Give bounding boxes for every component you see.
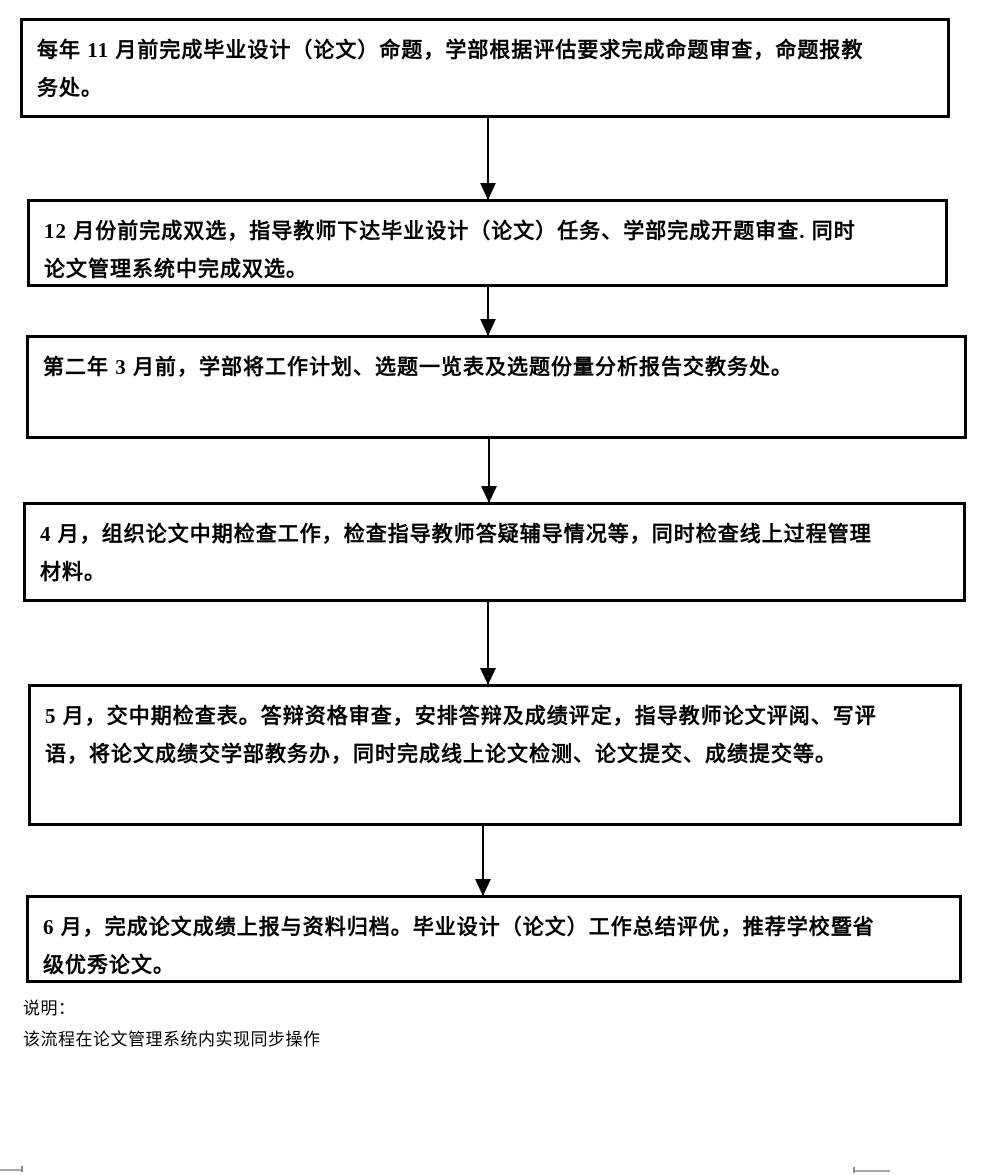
flow-step-1: 每年 11 月前完成毕业设计（论文）命题，学部根据评估要求完成命题审查，命题报教… [20, 18, 950, 118]
flow-step-2-text-line-1: 12 月份前完成双选，指导教师下达毕业设计（论文）任务、学部完成开题审查. 同时 [44, 219, 856, 243]
flow-arrow-3 [481, 439, 497, 503]
page-artifact-left-line [0, 1169, 22, 1171]
page-artifact-right-line [853, 1170, 890, 1172]
notes-label: 说明： [23, 999, 76, 1018]
flow-step-6: 6 月，完成论文成绩上报与资料归档。毕业设计（论文）工作总结评优，推荐学校暨省 … [26, 895, 962, 983]
flow-step-5-text-line-1: 5 月，交中期检查表。答辩资格审查，安排答辩及成绩评定，指导教师论文评阅、写评 [45, 704, 877, 728]
flow-step-4-text-line-1: 4 月，组织论文中期检查工作，检查指导教师答疑辅导情况等，同时检查线上过程管理 [40, 522, 872, 546]
flow-arrow-5 [475, 826, 491, 896]
flow-arrow-2 [480, 287, 496, 336]
flow-step-4-text-line-2: 材料。 [40, 560, 106, 584]
flow-step-1-text-line-2: 务处。 [37, 76, 103, 100]
flow-step-4: 4 月，组织论文中期检查工作，检查指导教师答疑辅导情况等，同时检查线上过程管理 … [23, 502, 966, 602]
flow-step-1-text-line-1: 每年 11 月前完成毕业设计（论文）命题，学部根据评估要求完成命题审查，命题报教 [37, 38, 864, 62]
page-artifact-right-tick [853, 1167, 855, 1173]
page-artifact-left-tick [21, 1166, 23, 1172]
flow-step-6-text-line-2: 级优秀论文。 [43, 953, 175, 977]
flow-step-3: 第二年 3 月前，学部将工作计划、选题一览表及选题份量分析报告交教务处。 [26, 335, 967, 439]
notes-text: 该流程在论文管理系统内实现同步操作 [23, 1030, 321, 1049]
flow-step-6-text-line-1: 6 月，完成论文成绩上报与资料归档。毕业设计（论文）工作总结评优，推荐学校暨省 [43, 915, 875, 939]
flow-step-5-text-line-2: 语，将论文成绩交学部教务办，同时完成线上论文检测、论文提交、成绩提交等。 [45, 742, 837, 766]
flow-step-3-text-line-1: 第二年 3 月前，学部将工作计划、选题一览表及选题份量分析报告交教务处。 [43, 355, 793, 379]
flow-arrow-4 [480, 602, 496, 685]
flow-arrow-1 [480, 118, 496, 200]
flow-step-2: 12 月份前完成双选，指导教师下达毕业设计（论文）任务、学部完成开题审查. 同时… [27, 199, 948, 287]
flow-step-2-text-line-2: 论文管理系统中完成双选。 [44, 257, 308, 281]
flow-step-5: 5 月，交中期检查表。答辩资格审查，安排答辩及成绩评定，指导教师论文评阅、写评 … [28, 684, 962, 826]
notes-block: 说明： 该流程在论文管理系统内实现同步操作 [23, 993, 321, 1055]
